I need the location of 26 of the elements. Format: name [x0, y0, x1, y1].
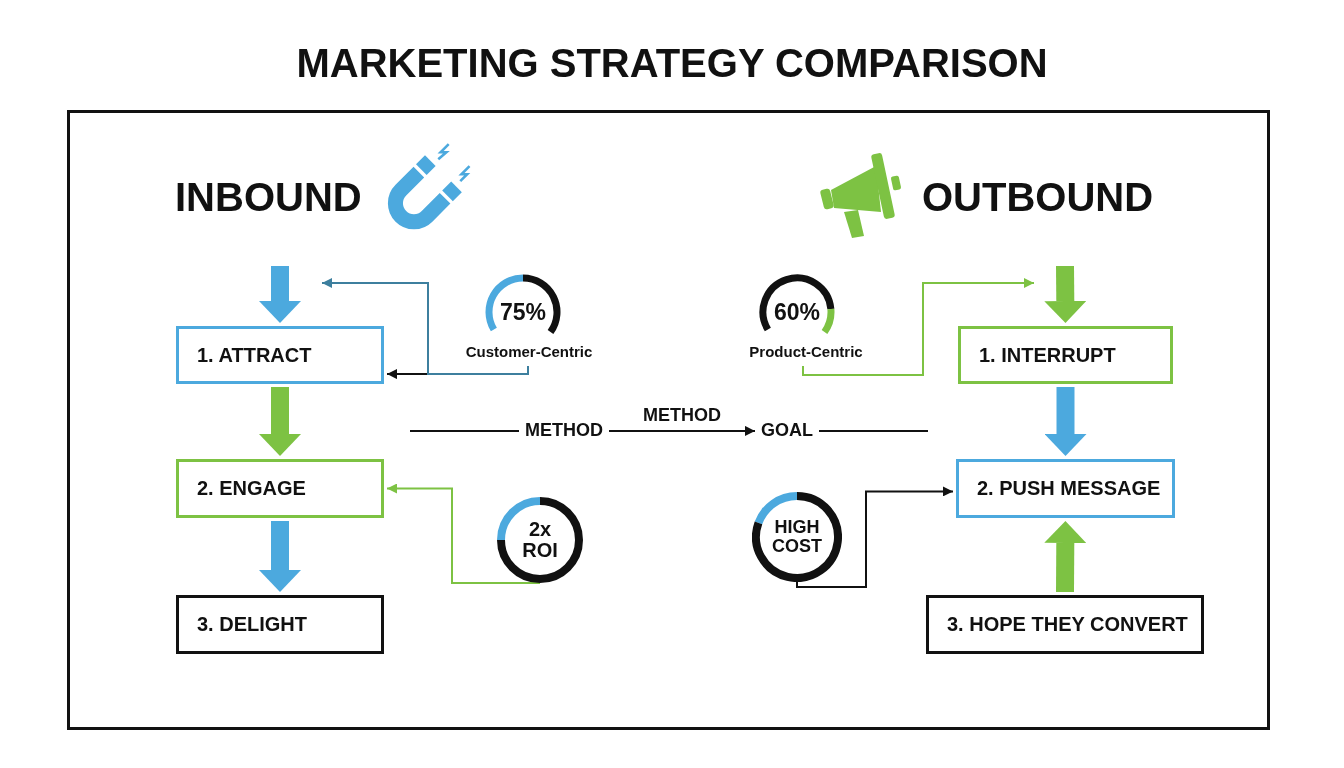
progress-ring: 2x ROI [497, 497, 583, 583]
process-box: 2. ENGAGE [176, 459, 384, 518]
block-arrow [1044, 265, 1087, 323]
arrow [321, 278, 529, 375]
block-arrow [259, 387, 301, 456]
stage-label: METHOD [525, 421, 603, 441]
progress-ring: HIGH COST [752, 492, 842, 582]
stage-label: GOAL [761, 421, 813, 441]
process-box: 3. HOPE THEY CONVERT [926, 595, 1204, 654]
line [409, 429, 520, 432]
section-heading: OUTBOUND [922, 176, 1154, 218]
arrow [796, 486, 954, 588]
process-box: 1. ATTRACT [176, 326, 384, 384]
arrow [608, 425, 756, 436]
arrow [802, 278, 1035, 376]
block-arrow [1044, 521, 1087, 593]
line [818, 429, 929, 432]
block-arrow [259, 521, 301, 592]
block-arrow [259, 266, 301, 323]
arrow [386, 483, 541, 584]
section-heading: INBOUND [175, 176, 362, 218]
diagram-title: MARKETING STRATEGY COMPARISON [296, 42, 1048, 84]
process-box: 3. DELIGHT [176, 595, 384, 654]
process-box: 1. INTERRUPT [958, 326, 1173, 384]
block-arrow [1044, 387, 1087, 456]
process-box: 2. PUSH MESSAGE [956, 459, 1175, 518]
